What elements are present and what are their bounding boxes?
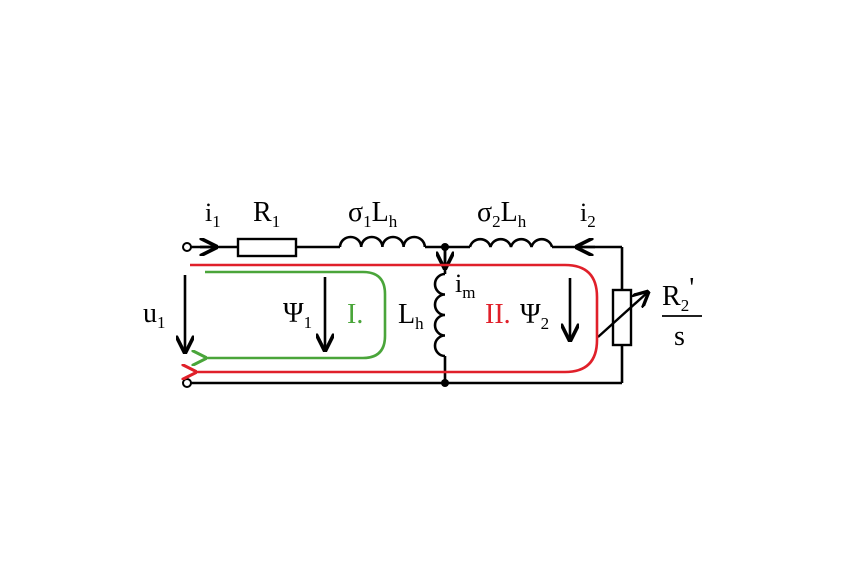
label-lh: Lh	[398, 299, 424, 333]
loop-2-path	[190, 263, 599, 372]
label-loop-2: II.	[485, 299, 511, 330]
label-r1: R1	[253, 197, 280, 231]
label-i2: i2	[580, 198, 596, 231]
label-i1: i1	[205, 198, 221, 231]
junction-bottom	[441, 379, 449, 387]
label-psi1: Ψ1	[283, 298, 312, 332]
loop-1-path	[204, 270, 387, 358]
label-im: im	[455, 269, 475, 302]
resistor-r1	[236, 237, 298, 258]
label-sigma2-lh: σ2Lh	[477, 197, 527, 231]
label-sigma1-lh: σ1Lh	[348, 197, 398, 231]
terminal-top	[182, 242, 192, 252]
label-u1: u1	[143, 298, 166, 332]
inductor-sigma2-lh	[468, 237, 554, 248]
inductor-sigma1-lh	[338, 235, 427, 248]
variable-resistor-arrow	[597, 292, 648, 338]
terminal-bottom	[182, 378, 192, 388]
label-psi2: Ψ2	[520, 299, 549, 333]
inductor-lh	[433, 272, 446, 358]
label-r2-numerator: R2'	[662, 273, 694, 315]
label-loop-1: I.	[347, 299, 363, 330]
label-r2-denominator: s	[674, 321, 685, 352]
resistor-r2-variable	[611, 288, 633, 347]
